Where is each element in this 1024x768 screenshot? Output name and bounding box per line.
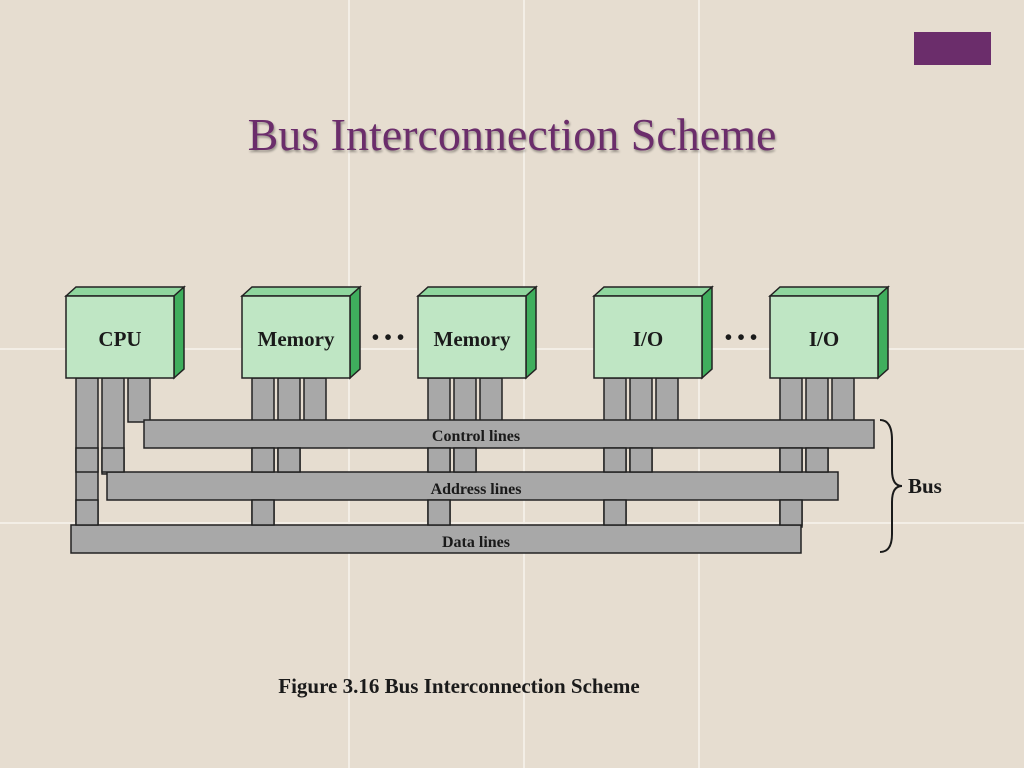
module-box xyxy=(417,295,527,379)
module-label: Memory xyxy=(434,327,511,351)
grid-line xyxy=(0,522,1024,524)
bus-tap-segment xyxy=(75,447,99,473)
ellipsis-io: • • • xyxy=(725,325,758,349)
bus-line xyxy=(143,419,875,449)
bus-tap xyxy=(479,377,503,423)
bus-tap-segment xyxy=(453,447,477,473)
bus-tap-segment xyxy=(251,447,275,473)
module-label: I/O xyxy=(809,327,839,351)
bus-tap-segment xyxy=(75,499,99,526)
bus-lines xyxy=(70,377,875,554)
figure-caption: Figure 3.16 Bus Interconnection Scheme xyxy=(278,674,640,698)
module-top xyxy=(240,286,362,297)
control-lines-label: Control lines xyxy=(432,428,520,445)
ellipsis-memory: • • • xyxy=(372,325,405,349)
bus-tap-segment xyxy=(277,447,301,473)
module-box xyxy=(769,295,879,379)
module-label: Memory xyxy=(258,327,335,351)
modules: CPU Memory Memory I/O I/O xyxy=(64,285,890,380)
accent-block xyxy=(914,32,991,65)
module-side xyxy=(877,285,889,380)
module-top xyxy=(64,286,186,297)
module-label: CPU xyxy=(98,327,141,351)
bus-tap-segment xyxy=(779,447,803,473)
module-side xyxy=(525,285,537,380)
module-side xyxy=(701,285,713,380)
module-box xyxy=(65,295,175,379)
bus-tap-segment xyxy=(101,447,125,473)
module-top xyxy=(416,286,538,297)
bus-tap-segment xyxy=(251,499,275,526)
bus-label: Bus xyxy=(908,474,942,498)
module-top xyxy=(592,286,714,297)
bus-tap xyxy=(831,377,855,423)
module-side xyxy=(173,285,185,380)
module-label: I/O xyxy=(633,327,663,351)
bus-line xyxy=(70,524,802,554)
bus-tap xyxy=(127,377,151,423)
bus-tap xyxy=(303,377,327,423)
bus-tap xyxy=(655,377,679,423)
bus-brace xyxy=(879,419,903,553)
bus-tap-segment xyxy=(805,447,829,473)
bus-tap-segment xyxy=(427,499,451,526)
grid-line xyxy=(698,0,700,768)
data-lines-label: Data lines xyxy=(442,534,510,551)
module-box xyxy=(593,295,703,379)
grid-line xyxy=(348,0,350,768)
grid-line xyxy=(523,0,525,768)
module-box xyxy=(241,295,351,379)
bus-tap-segment xyxy=(603,499,627,526)
address-lines-label: Address lines xyxy=(431,481,522,498)
bus-tap-segment xyxy=(779,499,803,526)
bus-tap-segment xyxy=(629,447,653,473)
bus-tap-segment xyxy=(427,447,451,473)
slide-title: Bus Interconnection Scheme xyxy=(247,109,777,160)
module-top xyxy=(768,286,890,297)
module-side xyxy=(349,285,361,380)
bus-tap-segment xyxy=(603,447,627,473)
